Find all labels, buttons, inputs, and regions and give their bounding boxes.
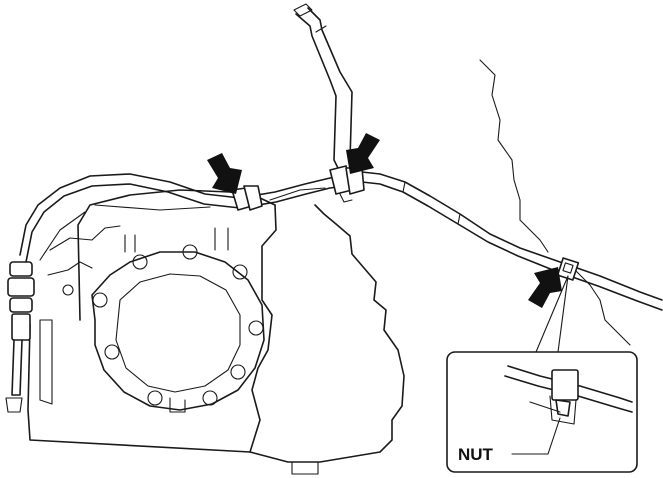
left-bracket: [39, 225, 121, 405]
body-panel-outline: [479, 59, 631, 346]
nut-label: NUT: [458, 445, 494, 464]
control-cable: [19, 171, 663, 311]
cable-clamp-nut: [556, 257, 580, 281]
arrow-pointer-icon: [346, 133, 380, 174]
cable-end-adjuster: [5, 261, 35, 413]
arrow-pointer-icon: [528, 267, 562, 308]
cable-clamp-upper: [231, 185, 263, 211]
detail-inset: [446, 275, 638, 473]
inset-frame: [446, 351, 638, 473]
gear-housing: [91, 227, 265, 413]
arrow-pointer-icon: [207, 153, 242, 194]
vertical-pipe: [293, 3, 357, 173]
engine-block-outline: [27, 187, 405, 475]
